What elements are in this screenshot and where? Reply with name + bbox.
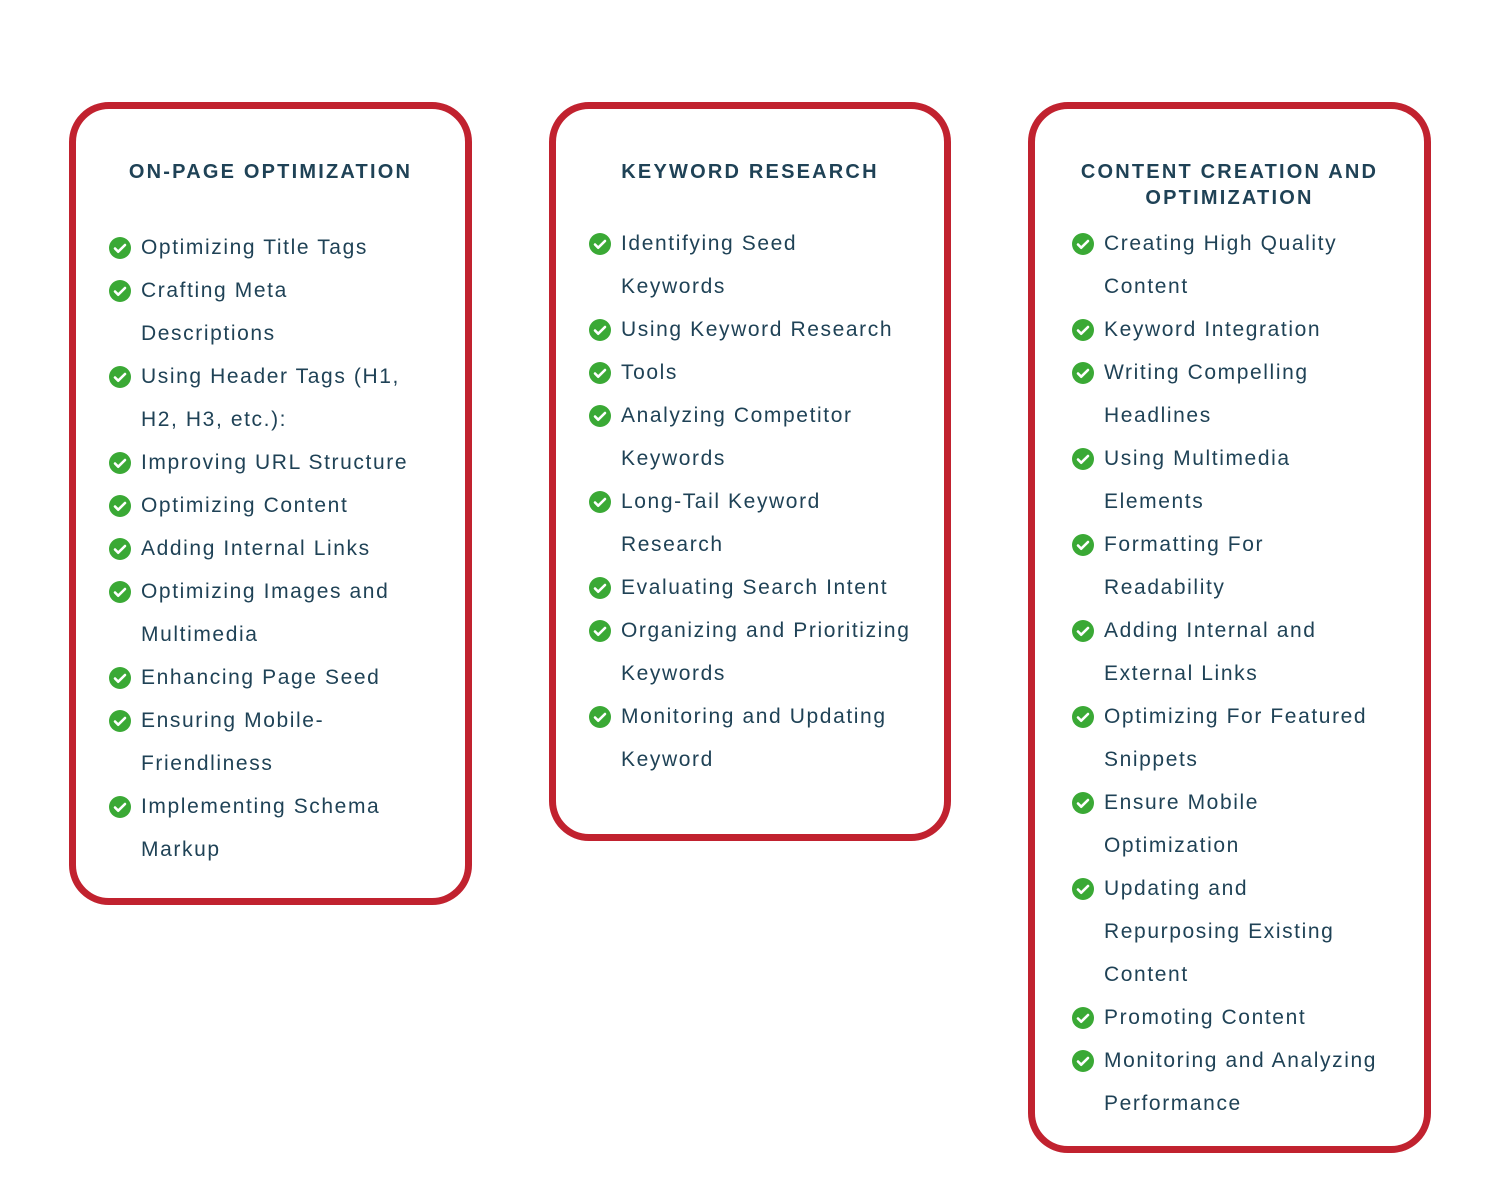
list-item: Adding Internal and External Links <box>1072 609 1374 695</box>
list-item: Long-Tail Keyword Research <box>589 480 881 566</box>
list-item: Optimizing Images and Multimedia <box>109 570 441 656</box>
list-item: Organizing and Prioritizing Keywords <box>589 609 921 695</box>
item-label: Crafting Meta Descriptions <box>141 279 288 345</box>
list-item: Optimizing For Featured Snippets <box>1072 695 1414 781</box>
check-circle-icon <box>1072 362 1094 384</box>
list-item: Monitoring and Analyzing Performance <box>1072 1039 1434 1125</box>
check-circle-icon <box>589 405 611 427</box>
item-label: Using Keyword Research <box>621 318 894 341</box>
check-circle-icon <box>1072 1007 1094 1029</box>
item-label: Implementing Schema Markup <box>141 795 381 861</box>
item-label: Writing Compelling Headlines <box>1104 361 1309 427</box>
item-label: Adding Internal and External Links <box>1104 619 1317 685</box>
check-circle-icon <box>109 710 131 732</box>
check-circle-icon <box>1072 620 1094 642</box>
list-item: Formatting For Readability <box>1072 523 1344 609</box>
list-item: Implementing Schema Markup <box>109 785 441 871</box>
checklist: Creating High Quality Content Keyword In… <box>1072 222 1402 1125</box>
card-on-page-optimization: ON-PAGE OPTIMIZATION Optimizing Title Ta… <box>69 102 472 905</box>
list-item: Evaluating Search Intent <box>589 566 919 609</box>
item-label: Optimizing Title Tags <box>141 236 368 259</box>
check-circle-icon <box>109 495 131 517</box>
list-item: Ensuring Mobile-Friendliness <box>109 699 381 785</box>
item-label: Promoting Content <box>1104 1006 1307 1029</box>
check-circle-icon <box>109 280 131 302</box>
list-item: Optimizing Content <box>109 484 449 527</box>
check-circle-icon <box>109 581 131 603</box>
item-label: Adding Internal Links <box>141 537 371 560</box>
item-label: Using Multimedia Elements <box>1104 447 1291 513</box>
check-circle-icon <box>109 237 131 259</box>
card-keyword-research: KEYWORD RESEARCH Identifying Seed Keywor… <box>549 102 951 841</box>
item-label: Evaluating Search Intent <box>621 576 889 599</box>
check-circle-icon <box>589 319 611 341</box>
list-item: Enhancing Page Seed <box>109 656 449 699</box>
item-label: Improving URL Structure <box>141 451 409 474</box>
list-item: Tools <box>589 351 919 394</box>
item-label: Monitoring and Updating Keyword <box>621 705 887 771</box>
checklist: Optimizing Title Tags Crafting Meta Desc… <box>109 226 449 871</box>
item-label: Keyword Integration <box>1104 318 1322 341</box>
check-circle-icon <box>1072 233 1094 255</box>
check-circle-icon <box>1072 448 1094 470</box>
check-circle-icon <box>1072 1050 1094 1072</box>
card-title: CONTENT CREATION AND OPTIMIZATION <box>1080 161 1379 209</box>
check-circle-icon <box>589 577 611 599</box>
item-label: Enhancing Page Seed <box>141 666 381 689</box>
item-label: Analyzing Competitor Keywords <box>621 404 853 470</box>
list-item: Analyzing Competitor Keywords <box>589 394 901 480</box>
list-item: Adding Internal Links <box>109 527 449 570</box>
card-title: ON-PAGE OPTIMIZATION <box>128 161 413 183</box>
list-item: Monitoring and Updating Keyword <box>589 695 931 781</box>
item-label: Ensuring Mobile-Friendliness <box>141 709 325 775</box>
list-item: Keyword Integration <box>1072 308 1402 351</box>
list-item: Improving URL Structure <box>109 441 449 484</box>
check-circle-icon <box>1072 319 1094 341</box>
item-label: Monitoring and Analyzing Performance <box>1104 1049 1378 1115</box>
checklist: Identifying Seed Keywords Using Keyword … <box>589 222 919 781</box>
check-circle-icon <box>589 233 611 255</box>
list-item: Optimizing Title Tags <box>109 226 449 269</box>
list-item: Writing Compelling Headlines <box>1072 351 1364 437</box>
item-label: Identifying Seed Keywords <box>621 232 798 298</box>
list-item: Identifying Seed Keywords <box>589 222 851 308</box>
item-label: Optimizing Content <box>141 494 349 517</box>
list-item: Crafting Meta Descriptions <box>109 269 371 355</box>
list-item: Using Header Tags (H1, H2, H3, etc.): <box>109 355 441 441</box>
list-item: Promoting Content <box>1072 996 1402 1039</box>
check-circle-icon <box>1072 792 1094 814</box>
item-label: Using Header Tags (H1, H2, H3, etc.): <box>141 365 400 431</box>
check-circle-icon <box>109 538 131 560</box>
item-label: Optimizing Images and Multimedia <box>141 580 390 646</box>
check-circle-icon <box>589 620 611 642</box>
list-item: Ensure Mobile Optimization <box>1072 781 1334 867</box>
item-label: Long-Tail Keyword Research <box>621 490 821 556</box>
check-circle-icon <box>1072 878 1094 900</box>
check-circle-icon <box>1072 706 1094 728</box>
list-item: Updating and Repurposing Existing Conten… <box>1072 867 1384 996</box>
item-label: Ensure Mobile Optimization <box>1104 791 1260 857</box>
check-circle-icon <box>109 796 131 818</box>
check-circle-icon <box>1072 534 1094 556</box>
list-item: Using Keyword Research <box>589 308 919 351</box>
item-label: Creating High Quality Content <box>1104 232 1338 298</box>
check-circle-icon <box>589 491 611 513</box>
card-title: KEYWORD RESEARCH <box>621 161 879 183</box>
check-circle-icon <box>109 667 131 689</box>
list-item: Creating High Quality Content <box>1072 222 1384 308</box>
check-circle-icon <box>589 362 611 384</box>
check-circle-icon <box>109 452 131 474</box>
list-item: Using Multimedia Elements <box>1072 437 1344 523</box>
item-label: Formatting For Readability <box>1104 533 1265 599</box>
check-circle-icon <box>589 706 611 728</box>
card-content-creation: CONTENT CREATION AND OPTIMIZATION Creati… <box>1028 102 1431 1153</box>
check-circle-icon <box>109 366 131 388</box>
item-label: Updating and Repurposing Existing Conten… <box>1104 877 1335 986</box>
item-label: Optimizing For Featured Snippets <box>1104 705 1368 771</box>
item-label: Tools <box>621 361 679 384</box>
item-label: Organizing and Prioritizing Keywords <box>621 619 911 685</box>
